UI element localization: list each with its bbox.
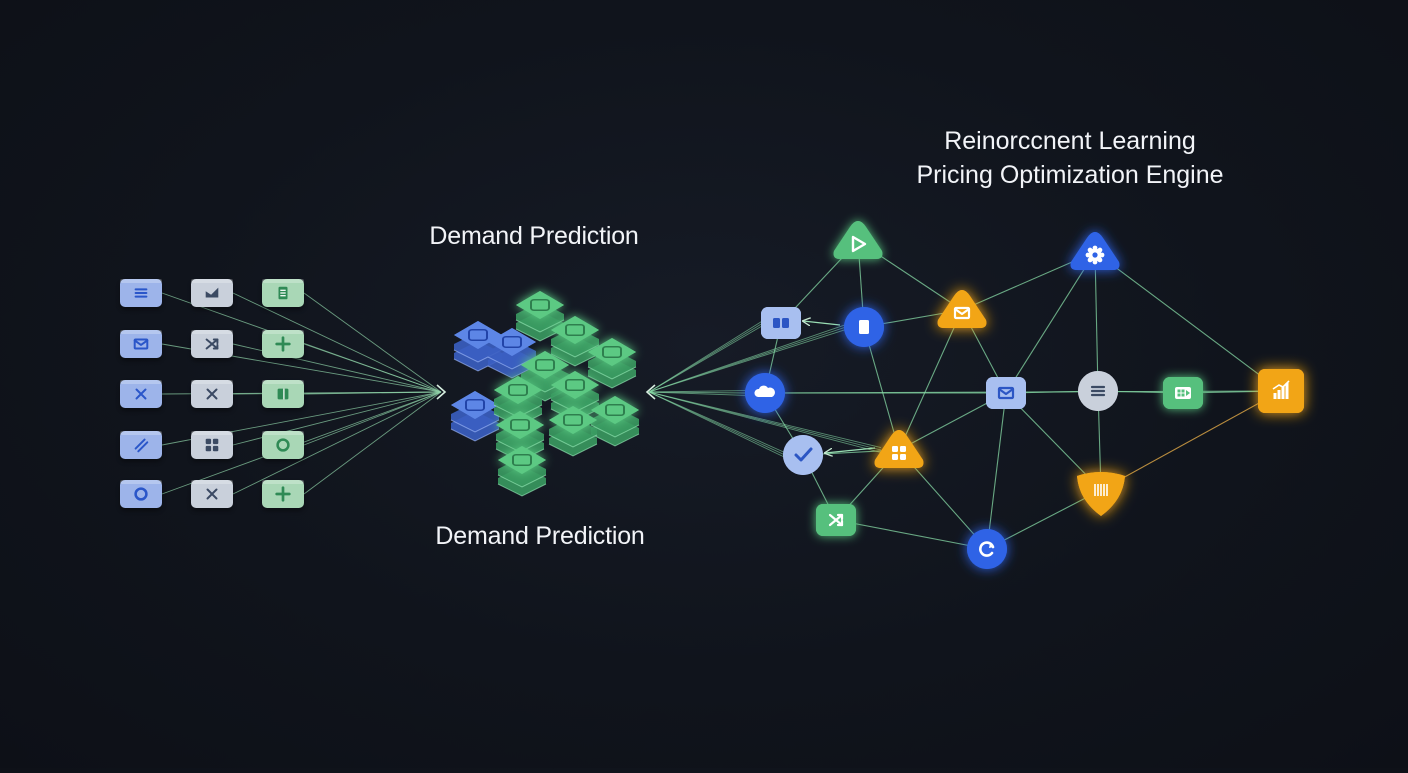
- mail-icon: [997, 386, 1015, 400]
- input-tile-book-icon: [262, 380, 304, 411]
- engine-feedback-line: [648, 391, 786, 458]
- network-node-settings: [1070, 232, 1120, 270]
- input-tile-shuffle-icon: [191, 330, 233, 361]
- network-link: [986, 489, 1102, 550]
- network-link: [1094, 251, 1099, 392]
- engine-feedback-line: [648, 325, 764, 393]
- engine-feedback-line: [648, 391, 882, 453]
- network-node-analytics: [1258, 369, 1304, 413]
- prediction-block: [550, 371, 600, 422]
- network-node-refresh: [967, 529, 1007, 569]
- play-icon: [851, 235, 867, 253]
- network-node-hub: [874, 430, 924, 468]
- cloud-icon: [754, 385, 775, 397]
- network-node-menu: [1078, 371, 1118, 411]
- refresh-icon: [979, 541, 995, 557]
- input-tile-plus-icon: [262, 480, 304, 511]
- mail-icon: [953, 306, 971, 320]
- network-link: [1094, 251, 1282, 392]
- prediction-block: [550, 316, 600, 367]
- network-link: [986, 392, 1007, 550]
- input-arrow-head: [436, 384, 447, 400]
- network-link: [863, 326, 900, 451]
- prediction-block: [548, 406, 598, 457]
- prediction-block: [497, 446, 547, 497]
- demand-prediction-cluster: [450, 291, 640, 497]
- input-connection-line: [303, 391, 442, 395]
- network-node-shuffle: [816, 504, 856, 536]
- prediction-block: [587, 338, 637, 389]
- network-node-doc: [844, 307, 884, 347]
- document-icon: [859, 320, 869, 334]
- input-tile-mail-icon: [120, 330, 162, 361]
- engine-feedback-line: [648, 328, 847, 393]
- network-link: [898, 309, 963, 451]
- pricing-engine-title-line-2: Pricing Optimization Engine: [916, 161, 1224, 189]
- input-connection-line: [303, 292, 442, 393]
- network-node-shield: [1077, 472, 1125, 516]
- input-features-grid: [120, 279, 304, 511]
- input-connection-line: [303, 343, 442, 393]
- media-icon: [1175, 387, 1191, 399]
- pricing-engine-title: Reinorccnent Learning Pricing Optimizati…: [916, 124, 1223, 192]
- demand-prediction-label-bottom: Demand Prediction: [435, 522, 645, 550]
- network-arrow: [825, 447, 876, 453]
- grid-icon: [892, 446, 906, 460]
- input-tile-grid-icon: [191, 431, 233, 462]
- network-node-mailbox: [986, 377, 1026, 409]
- prediction-block: [450, 391, 500, 442]
- prediction-block: [590, 396, 640, 447]
- input-connection-line: [303, 391, 442, 495]
- network-node-media: [1163, 377, 1203, 409]
- network-arrow: [803, 321, 841, 325]
- shield-icon: [1094, 484, 1108, 496]
- input-tile-link-icon: [120, 431, 162, 462]
- input-tile-chart-icon: [191, 279, 233, 310]
- network-link: [1005, 251, 1096, 394]
- network-node-mail: [937, 290, 987, 328]
- check-icon: [794, 447, 813, 462]
- gear-icon: [1085, 245, 1105, 265]
- cards-icon: [773, 318, 789, 328]
- input-connection-line: [232, 391, 442, 495]
- input-tile-close-icon: [120, 380, 162, 411]
- network-node-cloud: [745, 373, 785, 413]
- network-link: [1100, 390, 1282, 491]
- engine-feedback-line: [648, 391, 748, 396]
- network-node-play: [833, 221, 883, 259]
- network-node-cards: [761, 307, 801, 339]
- engine-arrow-head: [645, 384, 656, 400]
- input-tile-close-icon: [191, 380, 233, 411]
- input-tile-plus-icon: [262, 330, 304, 361]
- network-node-check: [783, 435, 823, 475]
- pricing-engine-title-line-1: Reinorccnent Learning: [944, 127, 1196, 155]
- demand-prediction-label-top: Demand Prediction: [429, 222, 639, 250]
- pricing-engine-network: [745, 221, 1304, 569]
- input-tile-circle-icon: [120, 480, 162, 511]
- list-icon: [1090, 385, 1106, 397]
- prediction-block: [515, 291, 565, 342]
- input-tile-circle-icon: [262, 431, 304, 462]
- input-tile-document-icon: [262, 279, 304, 310]
- input-tile-list-icon: [120, 279, 162, 310]
- network-link: [835, 519, 988, 550]
- input-connection-line: [303, 391, 442, 446]
- prediction-block: [493, 376, 543, 427]
- bar-chart-icon: [1272, 380, 1290, 399]
- shuffle-icon: [828, 513, 844, 527]
- input-tile-close-icon: [191, 480, 233, 511]
